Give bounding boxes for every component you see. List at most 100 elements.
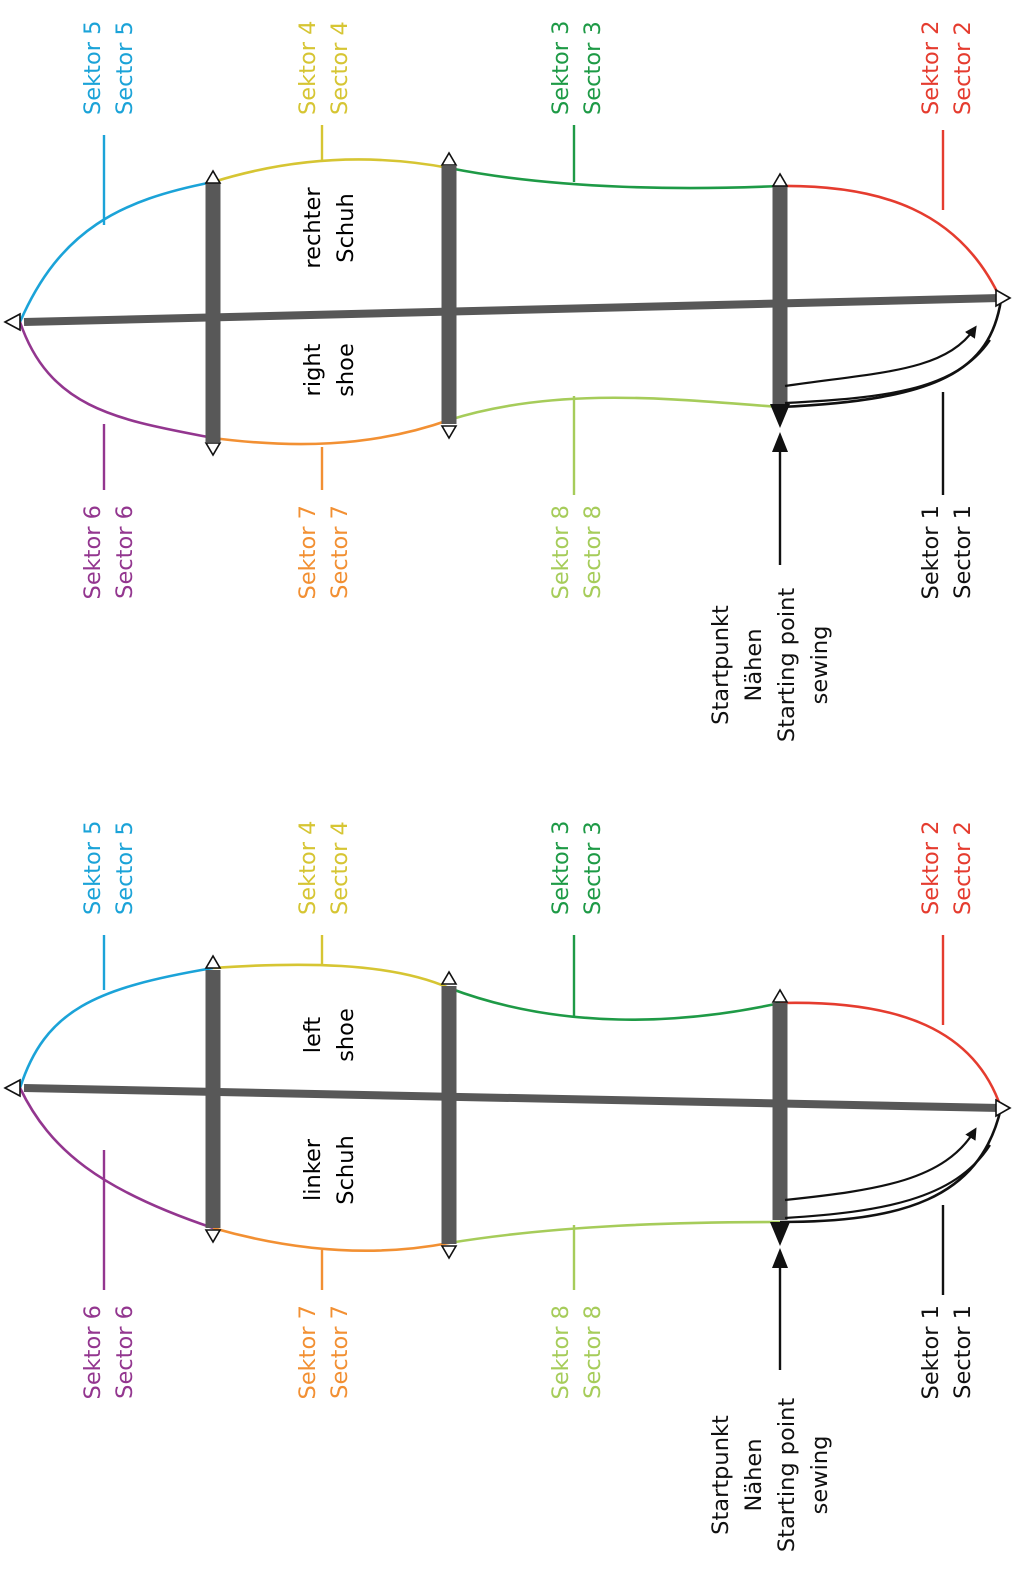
right-sector-5-de: Sektor 5 (80, 21, 106, 115)
left-label-sector-3: Sektor 3 Sector 3 (548, 821, 606, 915)
left-sector-3-de: Sektor 3 (548, 821, 574, 915)
left-sector-2-de: Sektor 2 (918, 821, 944, 915)
left-label-sector-2: Sektor 2 Sector 2 (918, 821, 976, 915)
left-inside-label-line1: linker (300, 1138, 326, 1201)
right-outline-sector-8 (448, 396, 781, 422)
right-sector-2-en: Sector 2 (950, 21, 976, 115)
right-label-sector-8: Sektor 8 Sector 8 (548, 505, 606, 599)
right-sector-7-de: Sektor 7 (295, 505, 321, 599)
left-sector-4-de: Sektor 4 (295, 821, 321, 915)
right-sector-8-en: Sector 8 (580, 505, 606, 599)
left-start-line2: Nähen (741, 1439, 767, 1512)
left-sector-1-en: Sector 1 (950, 1305, 976, 1399)
right-sector-6-en: Sector 6 (112, 505, 138, 599)
left-start-point-marker (770, 1222, 790, 1246)
right-sector-8-de: Sektor 8 (548, 505, 574, 599)
left-sewing-direction-arrow (784, 1127, 977, 1202)
right-bar1-bottom-tip (204, 442, 222, 457)
left-outside-label-line2: shoe (333, 1008, 359, 1062)
left-sewing-return-line (784, 1144, 991, 1220)
right-sector-4-de: Sektor 4 (295, 21, 321, 115)
left-outline-sector-2 (779, 1001, 1003, 1109)
left-sector-8-en: Sector 8 (580, 1305, 606, 1399)
right-label-sector-4: Sektor 4 Sector 4 (295, 21, 353, 115)
left-label-sector-1: Sektor 1 Sector 1 (918, 1305, 976, 1399)
left-sector-4-en: Sector 4 (327, 821, 353, 915)
right-sector-4-en: Sector 4 (327, 21, 353, 115)
right-start-point-marker (770, 404, 790, 428)
left-start-line4: sewing (807, 1436, 833, 1515)
left-label-sector-6: Sektor 6 Sector 6 (80, 1305, 138, 1399)
right-starting-point-label: Startpunkt Nähen Starting point sewing (708, 588, 833, 742)
right-outline-sector-3 (448, 166, 781, 190)
left-label-sector-8: Sektor 8 Sector 8 (548, 1305, 606, 1399)
right-sewing-direction-arrow (784, 325, 977, 388)
right-bar2-bottom-tip (440, 425, 458, 440)
right-sector-3-en: Sector 3 (580, 21, 606, 115)
left-sector-5-en: Sector 5 (112, 821, 138, 915)
left-sector-8-de: Sektor 8 (548, 1305, 574, 1399)
right-outside-label-line2: shoe (333, 343, 359, 397)
left-sector-3-en: Sector 3 (580, 821, 606, 915)
right-sector-1-de: Sektor 1 (918, 505, 944, 599)
left-sector-6-en: Sector 6 (112, 1305, 138, 1399)
left-start-leader-arrowhead (772, 1248, 788, 1268)
right-axis-end-right (995, 288, 1012, 308)
left-outline-sector-5 (18, 966, 214, 1089)
left-start-line1: Startpunkt (708, 1415, 734, 1535)
right-start-line3: Starting point (774, 588, 800, 742)
right-sector-2-de: Sektor 2 (918, 21, 944, 115)
right-inside-label-line2: Schuh (333, 193, 359, 262)
left-starting-point-label: Startpunkt Nähen Starting point sewing (708, 1398, 833, 1552)
right-outline-sector-7 (212, 418, 450, 446)
right-bar2-top-tip (440, 151, 458, 166)
left-outline-sector-8 (448, 1220, 781, 1245)
left-label-sector-7: Sektor 7 Sector 7 (295, 1305, 353, 1399)
right-sector-1-en: Sector 1 (950, 505, 976, 599)
right-outline-sector-4 (212, 158, 450, 184)
left-shoe: left shoe linker Schuh Sektor 5 Sector 5… (3, 821, 1012, 1552)
left-sector-2-en: Sector 2 (950, 821, 976, 915)
left-bar1-top-tip (204, 954, 222, 969)
left-inside-label-line2: Schuh (333, 1135, 359, 1204)
right-label-sector-7: Sektor 7 Sector 7 (295, 505, 353, 599)
right-sector-7-en: Sector 7 (327, 505, 353, 599)
left-label-sector-5: Sektor 5 Sector 5 (80, 821, 138, 915)
left-outline-sector-7 (212, 1226, 450, 1252)
right-bar3-top-tip (771, 172, 789, 187)
right-sector-6-de: Sektor 6 (80, 505, 106, 599)
right-outline-sector-5 (18, 180, 214, 323)
right-inside-label-line1: rechter (300, 187, 326, 269)
left-sector-5-de: Sektor 5 (80, 821, 106, 915)
left-axis-end-left (3, 1078, 21, 1098)
right-axis-end-left (3, 312, 21, 332)
right-sector-5-en: Sector 5 (112, 21, 138, 115)
right-start-line4: sewing (807, 626, 833, 705)
left-outline-sector-3 (448, 986, 781, 1021)
right-label-sector-5: Sektor 5 Sector 5 (80, 21, 138, 115)
right-label-sector-2: Sektor 2 Sector 2 (918, 21, 976, 115)
right-long-axis (23, 294, 1001, 326)
left-bar3-top-tip (771, 988, 789, 1003)
right-sector-3-de: Sektor 3 (548, 21, 574, 115)
right-outside-label-line1: right (300, 343, 326, 396)
right-outline-sector-6 (18, 321, 214, 440)
left-sector-1-de: Sektor 1 (918, 1305, 944, 1399)
left-start-line3: Starting point (774, 1398, 800, 1552)
right-outline-sector-1 (779, 299, 1003, 409)
right-label-sector-3: Sektor 3 Sector 3 (548, 21, 606, 115)
left-outline-sector-1 (779, 1107, 1003, 1224)
right-sewing-return-line (784, 339, 991, 405)
left-bar1-bottom-tip (204, 1229, 222, 1244)
left-bar2-bottom-tip (440, 1245, 458, 1260)
left-sector-7-en: Sector 7 (327, 1305, 353, 1399)
left-outline-sector-4 (212, 963, 450, 990)
left-outside-label-line1: left (300, 1017, 326, 1054)
right-start-line2: Nähen (741, 629, 767, 702)
left-long-axis (23, 1084, 1001, 1112)
left-axis-end-right (995, 1098, 1012, 1118)
right-start-line1: Startpunkt (708, 605, 734, 725)
right-label-sector-1: Sektor 1 Sector 1 (918, 505, 976, 599)
right-bar1-top-tip (204, 169, 222, 184)
